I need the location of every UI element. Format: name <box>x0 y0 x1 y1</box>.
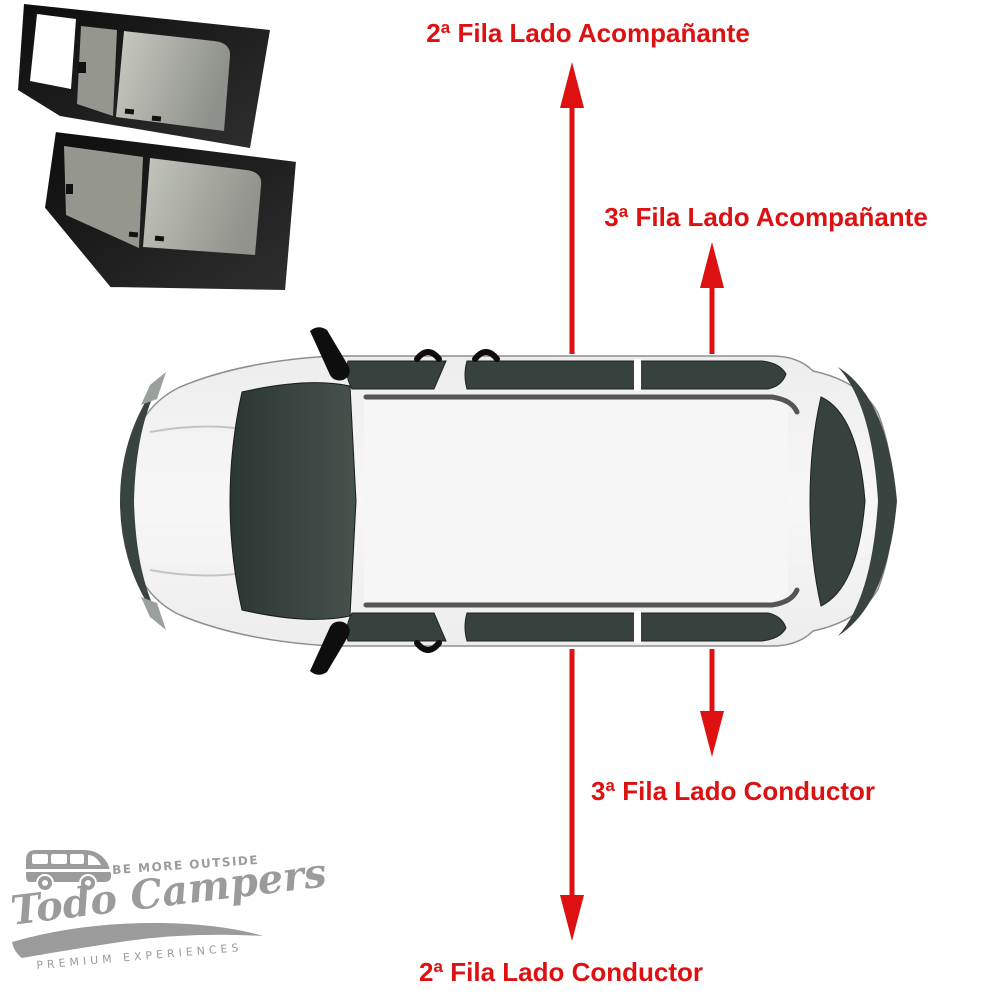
windshield <box>229 382 357 620</box>
front-door-window-driver <box>346 612 447 642</box>
roof-rib <box>363 394 800 415</box>
camper-bus-icon <box>26 850 112 892</box>
window-divider-passenger <box>634 359 641 391</box>
door-handle-icon <box>472 349 500 362</box>
roof-rib <box>363 587 800 608</box>
swoosh-shape <box>12 922 263 958</box>
door-handle-icon <box>414 640 442 653</box>
side-mirror-driver-icon <box>310 621 350 675</box>
door-handle-icon <box>414 349 442 362</box>
todo-campers-logo: BE MORE OUTSIDE Todo Campers PREMIUM EXP… <box>8 832 329 992</box>
glass-pane-sliding <box>143 158 262 255</box>
bus-window <box>51 854 67 864</box>
arrow-shaft <box>569 102 575 354</box>
arrow-down-icon <box>560 649 584 941</box>
arrow-head <box>700 711 724 757</box>
window-panel-row3 <box>42 129 299 293</box>
latch-icon <box>124 108 135 115</box>
glass-pane-sliding <box>116 31 231 131</box>
glass-pane-fixed <box>64 146 143 248</box>
arrow-shaft <box>709 282 715 354</box>
window-panel-row2 <box>18 4 270 148</box>
latch-icon <box>151 115 162 122</box>
side-mirror-passenger-icon <box>310 327 350 381</box>
bus-windshield <box>88 855 101 865</box>
arrow-head <box>700 242 724 288</box>
glass-pane-fixed <box>77 26 117 116</box>
rear-window <box>809 396 866 607</box>
side-windows-driver <box>464 612 787 642</box>
arrow-head <box>560 895 584 941</box>
bumper-corner-trim <box>141 372 166 405</box>
arrow-up-icon <box>700 242 724 354</box>
sliding-window-panels-photo <box>18 4 299 293</box>
bus-hubcap <box>85 880 91 886</box>
latch-icon <box>154 235 165 242</box>
arrow-shaft <box>709 649 715 717</box>
latch-icon <box>128 231 139 238</box>
arrow-shaft <box>569 649 575 901</box>
arrow-up-icon <box>560 62 584 354</box>
bus-beltline <box>26 869 111 872</box>
latch-icon <box>78 62 86 73</box>
latch-icon <box>66 184 73 194</box>
roof-panel <box>364 400 788 602</box>
bus-window <box>32 854 48 864</box>
bus-window <box>70 854 84 864</box>
label-row3-passenger: 3ª Fila Lado Acompañante <box>604 202 928 232</box>
front-door-window-passenger <box>346 360 447 390</box>
label-row2-passenger: 2ª Fila Lado Acompañante <box>426 18 750 48</box>
bus-hubcap <box>42 880 48 886</box>
logo-swoosh <box>12 922 263 958</box>
label-row3-driver: 3ª Fila Lado Conductor <box>590 776 876 806</box>
arrow-down-icon <box>700 649 724 757</box>
rear-bumper <box>838 367 897 636</box>
label-row2-driver: 2ª Fila Lado Conductor <box>418 957 704 987</box>
bumper-corner-trim <box>141 597 166 630</box>
arrow-head <box>560 62 584 108</box>
frame-opening <box>30 14 76 89</box>
side-windows-passenger <box>464 360 787 390</box>
front-bumper <box>120 372 166 630</box>
window-divider-driver <box>634 611 641 643</box>
